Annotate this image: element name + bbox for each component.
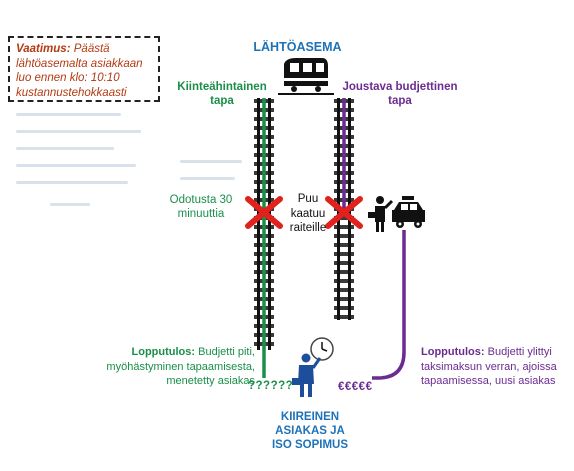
requirement-box: Vaatimus: Päästä lähtöasemalta asiakkaan… (8, 36, 160, 102)
train-icon (278, 58, 334, 95)
obstacle-label: Puu kaatuu raiteille (289, 193, 327, 234)
flexible-outcome-lead: Lopputulos: (421, 346, 485, 358)
flexible-outcome-text: Budjetti ylittyi taksimaksun verran, ajo… (421, 346, 557, 387)
fixed-outcome: Lopputulos: Budjetti piti, myöhästyminen… (100, 345, 255, 389)
blocked-x-icon-left (245, 196, 283, 229)
station-title: LÄHTÖASEMA (253, 40, 342, 54)
blocked-x-icon-right (325, 196, 363, 229)
clock-icon (310, 337, 334, 361)
flexible-taxi-path (372, 230, 406, 380)
person-hailing-icon (368, 196, 394, 232)
flexible-route-cost: €€€€€ (338, 381, 373, 393)
requirement-text: Päästä lähtöasemalta asiakkaan luo ennen… (16, 43, 143, 99)
fixed-outcome-text: Budjetti piti, myöhästyminen tapaamisest… (106, 346, 255, 387)
taxi-icon (392, 196, 425, 228)
flexible-route-label: Joustava budjettinen tapa (342, 81, 458, 107)
fixed-outcome-lead: Lopputulos: (131, 346, 196, 358)
fixed-route-unknown: ?????? (248, 380, 294, 392)
waiting-note: Odotusta 30 minuuttia (169, 194, 233, 220)
customer-label: KIIREINEN ASIAKAS JA ISO SOPIMUS (271, 411, 349, 451)
requirement-lead: Vaatimus: (16, 43, 71, 55)
businessman-icon (292, 353, 322, 397)
fixed-route-label: Kiinteähintainen tapa (177, 81, 267, 107)
flexible-outcome: Lopputulos: Budjetti ylittyi taksimaksun… (421, 345, 571, 389)
